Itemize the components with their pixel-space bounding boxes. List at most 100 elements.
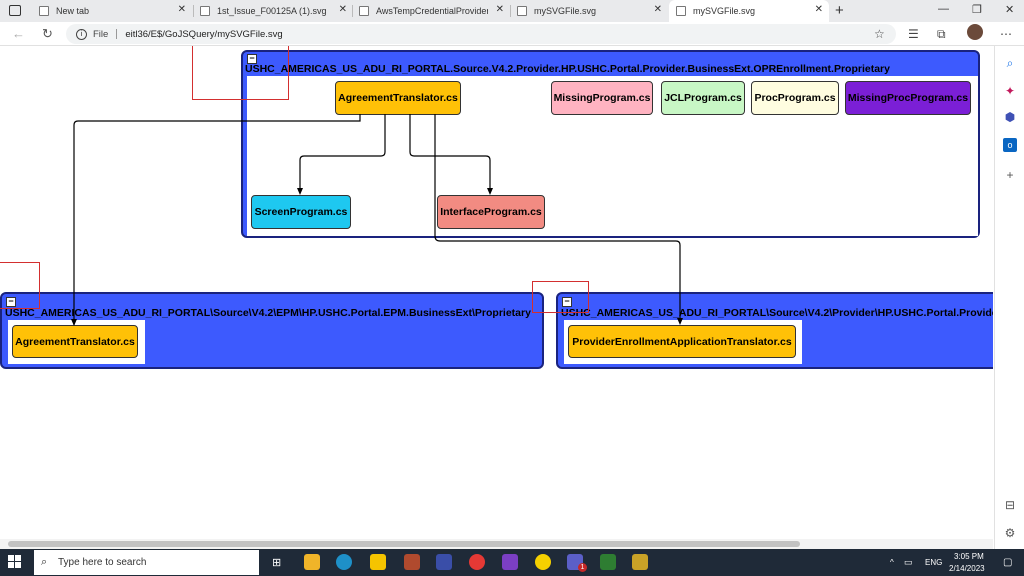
- outlook-icon[interactable]: o: [1003, 138, 1017, 152]
- search-icon[interactable]: ⌕: [1006, 56, 1014, 70]
- group-provider-businessext[interactable]: − USHC_AMERICAS_US_ADU_RI_PORTAL\Source\…: [556, 292, 993, 369]
- address-bar: ← ↻ i File eitl36/E$/GoJSQuery/mySVGFile…: [0, 22, 1024, 46]
- url-prefix: File: [93, 28, 109, 40]
- node-agreementtranslator-epm[interactable]: AgreementTranslator.cs: [12, 325, 138, 358]
- page-icon: [517, 6, 527, 16]
- tab-new-tab[interactable]: New tab ✕: [32, 0, 192, 22]
- close-icon[interactable]: ✕: [814, 4, 823, 15]
- clock-date[interactable]: 2/14/2023: [949, 564, 985, 573]
- url-text: eitl36/E$/GoJSQuery/mySVGFile.svg: [125, 28, 283, 40]
- app-icon[interactable]: [600, 554, 616, 570]
- favorites-icon[interactable]: ☰: [908, 27, 919, 41]
- info-icon[interactable]: i: [76, 28, 87, 40]
- minimize-icon[interactable]: —: [938, 3, 949, 15]
- group-epm-businessext[interactable]: − USHC_AMERICAS_US_ADU_RI_PORTAL\Source\…: [0, 292, 544, 369]
- tab-label: mySVGFile.svg: [693, 6, 756, 16]
- diagram-canvas[interactable]: − USHC_AMERICAS_US_ADU_RI_PORTAL.Source.…: [0, 46, 993, 539]
- app-icon[interactable]: [370, 554, 386, 570]
- tab-label: 1st_Issue_F00125A (1).svg: [217, 6, 327, 16]
- node-agreementtranslator[interactable]: AgreementTranslator.cs: [335, 81, 461, 115]
- close-icon[interactable]: ✕: [495, 4, 504, 15]
- network-icon[interactable]: ▭: [904, 557, 913, 567]
- group-title: USHC_AMERICAS_US_ADU_RI_PORTAL.Source.V4…: [245, 63, 890, 75]
- shopping-icon[interactable]: ✦: [1004, 84, 1016, 98]
- node-screenprogram[interactable]: ScreenProgram.cs: [251, 195, 351, 229]
- page-icon: [676, 6, 686, 16]
- close-icon[interactable]: ✕: [338, 4, 347, 15]
- group-opr-enrollment[interactable]: − USHC_AMERICAS_US_ADU_RI_PORTAL.Source.…: [241, 50, 980, 238]
- page-icon: [200, 6, 210, 16]
- taskbar: ⌕ Type here to search ⊞ 1 ^ ▭ ENG 3:05 P…: [0, 549, 1024, 576]
- collapse-button[interactable]: −: [6, 297, 16, 307]
- page-icon: [39, 6, 49, 16]
- tab-label: New tab: [56, 6, 90, 16]
- arrow-head: [487, 188, 493, 195]
- settings-gear-icon[interactable]: ⚙: [1004, 526, 1016, 540]
- search-app-icon[interactable]: [535, 554, 551, 570]
- chrome-icon[interactable]: [469, 554, 485, 570]
- tab-separator: [352, 5, 353, 17]
- tab-1st-issue[interactable]: 1st_Issue_F00125A (1).svg ✕: [193, 0, 353, 22]
- new-tab-button[interactable]: +: [835, 2, 844, 19]
- tab-actions-icon[interactable]: [9, 5, 21, 16]
- avatar[interactable]: [967, 24, 983, 40]
- url-box[interactable]: i File eitl36/E$/GoJSQuery/mySVGFile.svg: [66, 24, 896, 44]
- horizontal-scrollbar[interactable]: [0, 539, 993, 549]
- tab-mysvgfile-1[interactable]: mySVGFile.svg ✕: [510, 0, 668, 22]
- arrow-head: [677, 318, 683, 325]
- taskbar-search-box[interactable]: ⌕ Type here to search: [34, 550, 259, 575]
- link-layer: [71, 114, 683, 326]
- file-explorer-icon[interactable]: [304, 554, 320, 570]
- collapse-button[interactable]: −: [562, 297, 572, 307]
- node-interfaceprogram[interactable]: InterfaceProgram.cs: [437, 195, 545, 229]
- app-icon[interactable]: [404, 554, 420, 570]
- favorites-star-icon[interactable]: ☆: [874, 27, 885, 41]
- maximize-icon[interactable]: ❐: [972, 4, 982, 16]
- app-icon[interactable]: [632, 554, 648, 570]
- task-view-icon[interactable]: ⊞: [272, 557, 282, 569]
- tools-icon[interactable]: ⬢: [1004, 110, 1016, 124]
- link-agreement-to-screen: [299, 114, 386, 192]
- red-highlight-box: [192, 46, 289, 100]
- red-highlight-box: [0, 262, 40, 309]
- tab-separator: [193, 5, 194, 17]
- tab-bar: New tab ✕ 1st_Issue_F00125A (1).svg ✕ Aw…: [0, 0, 1024, 22]
- close-icon[interactable]: ✕: [177, 4, 186, 15]
- arrow-head: [297, 188, 303, 195]
- collapse-button[interactable]: −: [247, 54, 257, 64]
- tab-separator: [510, 5, 511, 17]
- close-icon[interactable]: ✕: [653, 4, 662, 15]
- tab-mysvgfile-active[interactable]: mySVGFile.svg ✕: [669, 0, 829, 22]
- link-agreement-to-interface: [409, 114, 491, 192]
- language-indicator[interactable]: ENG: [925, 558, 943, 567]
- edge-icon[interactable]: [336, 554, 352, 570]
- add-icon[interactable]: +: [1006, 168, 1014, 182]
- tray-chevron-icon[interactable]: ^: [890, 558, 894, 567]
- more-icon[interactable]: ⋯: [1000, 27, 1012, 41]
- search-icon: ⌕: [41, 556, 48, 568]
- refresh-icon[interactable]: ↻: [42, 26, 53, 41]
- node-missingprocprogram[interactable]: MissingProcProgram.cs: [845, 81, 971, 115]
- link-agreement-to-provider: [434, 114, 681, 323]
- collections-icon[interactable]: ⧉: [937, 27, 946, 41]
- node-procprogram[interactable]: ProcProgram.cs: [751, 81, 839, 115]
- app-icon[interactable]: [436, 554, 452, 570]
- sidebar-toggle-icon[interactable]: ⊟: [1004, 498, 1016, 512]
- arrow-head: [71, 319, 77, 326]
- node-providerenrollmentapplicationtranslator[interactable]: ProviderEnrollmentApplicationTranslator.…: [568, 325, 796, 358]
- visual-studio-icon[interactable]: [502, 554, 518, 570]
- scrollbar-thumb[interactable]: [8, 541, 800, 547]
- search-placeholder: Type here to search: [58, 557, 147, 568]
- windows-start-icon[interactable]: [8, 555, 22, 569]
- clock-time[interactable]: 3:05 PM: [954, 552, 984, 561]
- node-missingprogram[interactable]: MissingProgram.cs: [551, 81, 653, 115]
- notifications-icon[interactable]: ▢: [1003, 557, 1013, 568]
- group-title: USHC_AMERICAS_US_ADU_RI_PORTAL\Source\V4…: [5, 307, 531, 319]
- teams-badge: 1: [578, 563, 587, 572]
- url-divider: [116, 29, 118, 39]
- edge-sidebar: ⌕ ✦ ⬢ o + ⊟ ⚙: [994, 46, 1024, 549]
- back-icon[interactable]: ←: [12, 26, 25, 41]
- node-jclprogram[interactable]: JCLProgram.cs: [661, 81, 745, 115]
- close-window-icon[interactable]: ✕: [1005, 4, 1015, 16]
- tab-awstempcredential[interactable]: AwsTempCredentialProvider_Init ✕: [352, 0, 510, 22]
